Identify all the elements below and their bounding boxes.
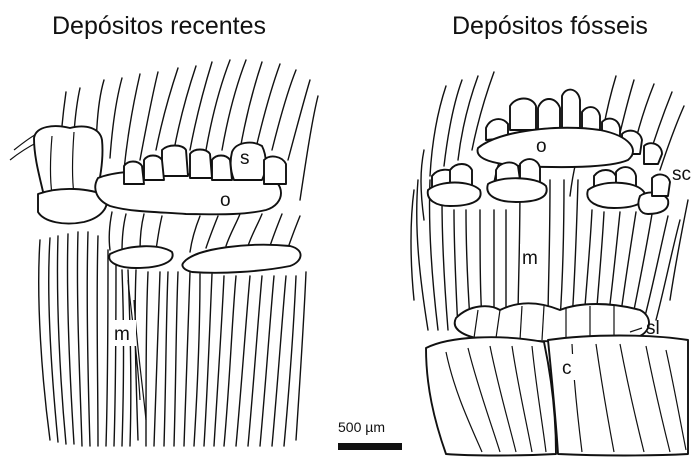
plate-fossil-top-8 xyxy=(644,143,662,164)
panel-title-recent: Depósitos recentes xyxy=(52,12,266,40)
scale-bar: 500 µm xyxy=(338,419,402,450)
plate-fossil-top-4 xyxy=(562,90,580,130)
plate-small-3 xyxy=(212,156,232,181)
plate-right-cluster-5 xyxy=(652,175,670,196)
plate-mid-right xyxy=(182,245,300,273)
plate-mid-cluster-3 xyxy=(487,178,546,202)
plate-mid-left xyxy=(109,246,172,268)
plates-recent xyxy=(34,126,301,273)
plate-small-6 xyxy=(264,157,286,184)
plate-left-cluster-3 xyxy=(428,183,481,207)
plates-fossil xyxy=(426,90,688,456)
scale-bar-label: 500 µm xyxy=(338,419,385,435)
label-o-recent: o xyxy=(220,190,231,211)
plate-small-5 xyxy=(144,156,164,181)
plate-c-left xyxy=(426,337,556,455)
plate-right-cluster-3 xyxy=(587,183,644,208)
panel-recent: Depósitos recentes xyxy=(10,12,318,446)
label-m-fossil: m xyxy=(522,248,538,269)
plate-fossil-top-2 xyxy=(510,99,536,131)
label-c-fossil: c xyxy=(562,358,572,379)
panel-fossil: Depósitos fósseis xyxy=(411,12,691,456)
plate-fossil-top-3 xyxy=(538,99,560,130)
plate-top-left xyxy=(34,126,103,196)
plate-small-4 xyxy=(124,162,144,185)
label-o-fossil: o xyxy=(536,136,547,157)
panel-title-fossil: Depósitos fósseis xyxy=(452,12,648,40)
label-m-recent: m xyxy=(114,324,130,345)
scale-bar-rect xyxy=(338,443,402,450)
label-s-recent: s xyxy=(240,148,250,169)
plate-small-2 xyxy=(190,150,212,179)
label-sc-fossil: sc xyxy=(672,164,691,185)
label-sl-fossil: sl xyxy=(646,318,660,339)
plate-small-1 xyxy=(162,146,188,177)
